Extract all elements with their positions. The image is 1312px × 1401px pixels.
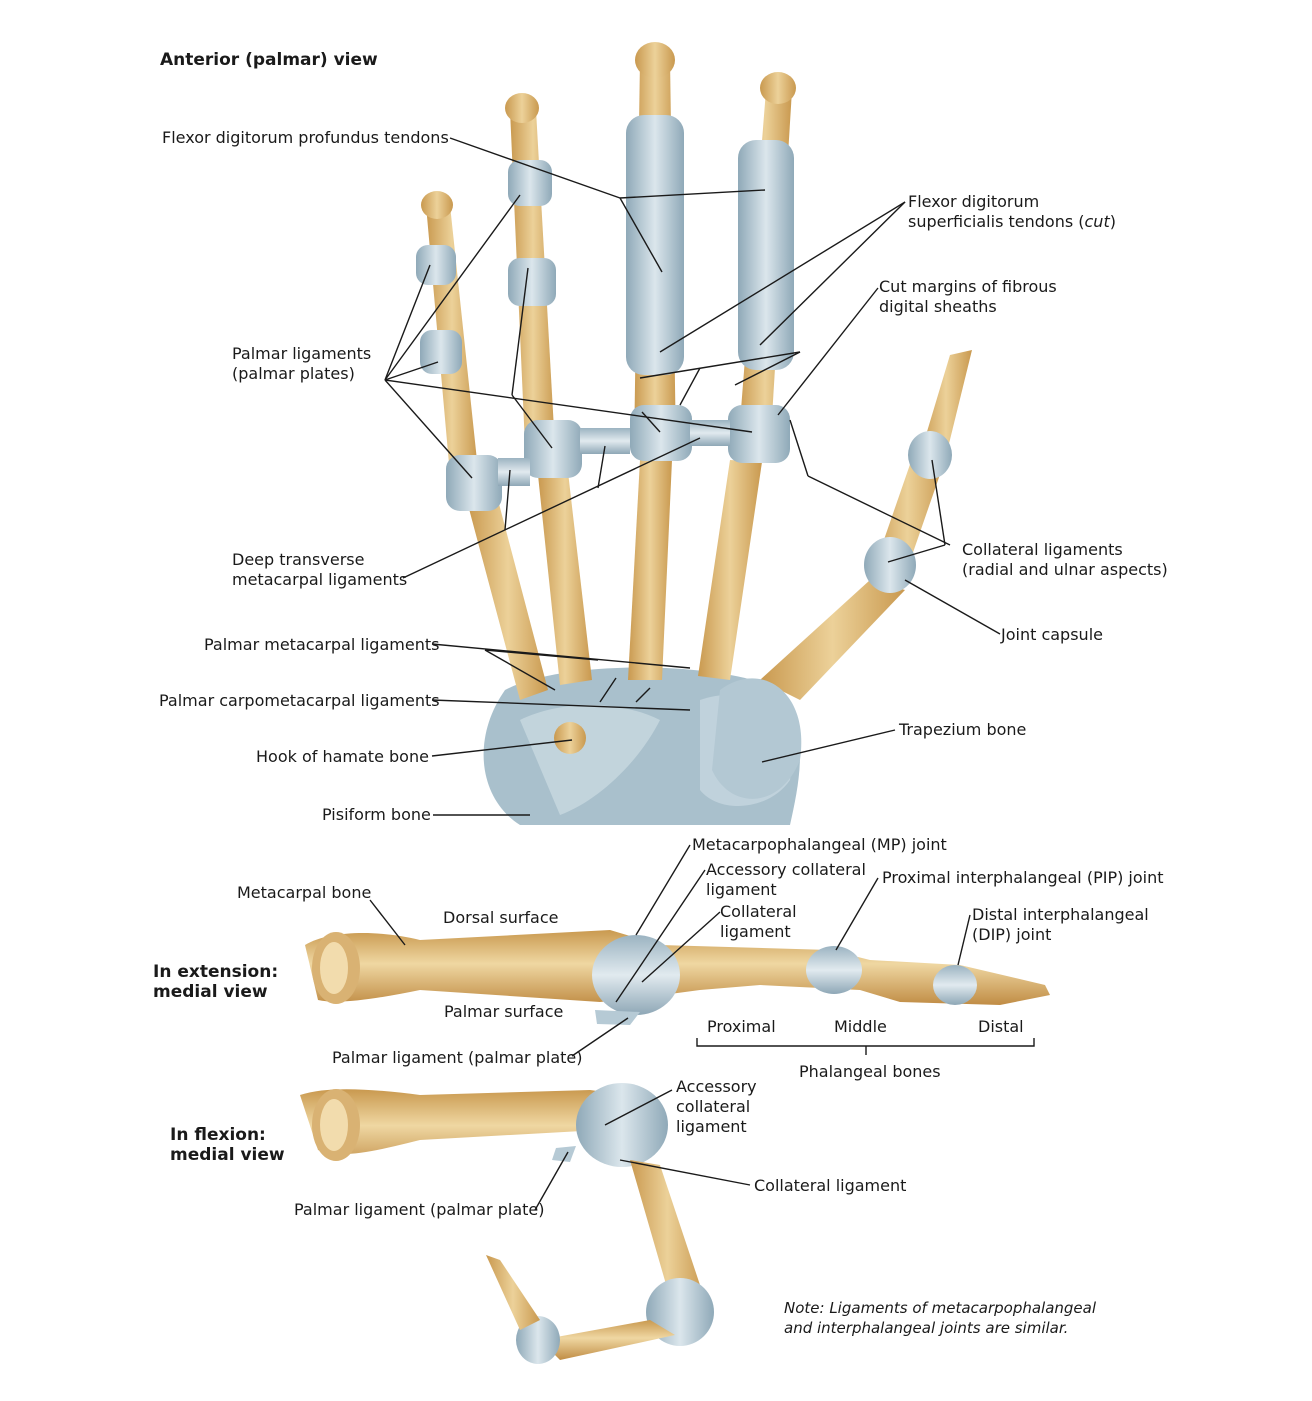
label-dip-line-1: Distal interphalangeal: [972, 905, 1149, 924]
flexion-view-finger: [300, 1083, 714, 1364]
label-phalangeal-bones: Phalangeal bones: [799, 1062, 941, 1081]
note-line-2: and interphalangeal joints are similar.: [784, 1319, 1069, 1337]
label-accessory-collateral-line-2: ligament: [706, 880, 777, 899]
label-pip-joint: Proximal interphalangeal (PIP) joint: [882, 868, 1164, 887]
label-hook-of-hamate: Hook of hamate bone: [256, 747, 429, 766]
label-accessory-collateral: Accessory collateral ligament: [706, 860, 866, 900]
label-acc-coll-flex-line-2: collateral: [676, 1097, 751, 1116]
thumb: [712, 350, 972, 799]
label-fds-line-2a: superficialis tendons (: [908, 212, 1085, 231]
extension-view-finger: [305, 930, 1050, 1025]
label-in-flexion-line-1: In flexion:: [170, 1125, 266, 1145]
label-pisiform: Pisiform bone: [322, 805, 431, 824]
label-in-flexion-line-2: medial view: [170, 1145, 285, 1165]
label-palmar-ligaments-line-1: Palmar ligaments: [232, 344, 372, 363]
label-collateral-ext-line-1: Collateral: [720, 902, 797, 921]
label-dorsal-surface: Dorsal surface: [443, 908, 559, 927]
label-palmar-metacarpal: Palmar metacarpal ligaments: [204, 635, 440, 654]
label-proximal: Proximal: [707, 1017, 776, 1036]
label-in-extension-line-1: In extension:: [153, 962, 279, 982]
label-deep-transverse-line-2: metacarpal ligaments: [232, 570, 408, 589]
label-cut-margins: Cut margins of fibrous digital sheaths: [879, 277, 1057, 317]
label-fds-line-2: superficialis tendons (cut): [908, 212, 1116, 232]
label-cut-margins-line-1: Cut margins of fibrous: [879, 277, 1057, 296]
ring-finger: [505, 93, 582, 478]
label-middle: Middle: [834, 1017, 887, 1036]
label-trapezium: Trapezium bone: [899, 720, 1027, 739]
label-collateral-ligament-ext: Collateral ligament: [720, 902, 797, 942]
label-flexor-digitorum-superficialis: Flexor digitorum superficialis tendons (…: [908, 192, 1116, 232]
label-fds-line-1: Flexor digitorum: [908, 192, 1040, 211]
label-acc-coll-flex-line-1: Accessory: [676, 1077, 757, 1096]
label-in-extension: In extension: medial view: [153, 962, 278, 1002]
flexion-view-leaders: [534, 1089, 751, 1211]
label-palmar-ligaments-line-2: (palmar plates): [232, 364, 355, 383]
label-palmar-surface: Palmar surface: [444, 1002, 564, 1021]
label-acc-coll-flex-line-3: ligament: [676, 1117, 747, 1136]
label-metacarpal-bone: Metacarpal bone: [237, 883, 372, 902]
label-fds-line-2c: ): [1109, 212, 1116, 231]
view-title: Anterior (palmar) view: [160, 50, 378, 70]
label-accessory-collateral-line-1: Accessory collateral: [706, 860, 866, 879]
label-dip-line-2: (DIP) joint: [972, 925, 1052, 944]
palmar-view-leaders: [384, 137, 1001, 816]
middle-finger: [626, 42, 692, 461]
label-palmar-plate-flexion: Palmar ligament (palmar plate): [294, 1200, 545, 1219]
label-joint-capsule: Joint capsule: [1001, 625, 1103, 644]
note: Note: Ligaments of metacarpophalangeal a…: [784, 1298, 1096, 1338]
label-accessory-collateral-flexion: Accessory collateral ligament: [676, 1077, 757, 1137]
label-in-flexion: In flexion: medial view: [170, 1125, 285, 1165]
label-collateral-ligament-flexion: Collateral ligament: [754, 1176, 907, 1195]
label-palmar-plate-extension: Palmar ligament (palmar plate): [332, 1048, 583, 1067]
label-palmar-carpometacarpal: Palmar carpometacarpal ligaments: [159, 691, 440, 710]
label-in-extension-line-2: medial view: [153, 982, 268, 1002]
label-collateral-ligaments: Collateral ligaments (radial and ulnar a…: [962, 540, 1168, 580]
hook-of-hamate-bone: [554, 722, 586, 754]
label-collateral-ligaments-line-1: Collateral ligaments: [962, 540, 1123, 559]
label-deep-transverse: Deep transverse metacarpal ligaments: [232, 550, 407, 590]
label-mp-joint: Metacarpophalangeal (MP) joint: [692, 835, 947, 854]
label-dip-joint: Distal interphalangeal (DIP) joint: [972, 905, 1149, 945]
extension-view-leaders: [369, 844, 1035, 1057]
label-collateral-ligaments-line-2: (radial and ulnar aspects): [962, 560, 1168, 579]
metacarpals: [468, 460, 762, 700]
label-deep-transverse-line-1: Deep transverse: [232, 550, 365, 569]
label-palmar-ligaments: Palmar ligaments (palmar plates): [232, 344, 371, 384]
label-flexor-digitorum-profundus: Flexor digitorum profundus tendons: [162, 128, 449, 147]
label-distal: Distal: [978, 1017, 1024, 1036]
label-cut-margins-line-2: digital sheaths: [879, 297, 997, 316]
note-line-1: Note: Ligaments of metacarpophalangeal: [784, 1299, 1097, 1317]
label-fds-cut: cut: [1084, 212, 1110, 231]
label-collateral-ext-line-2: ligament: [720, 922, 791, 941]
